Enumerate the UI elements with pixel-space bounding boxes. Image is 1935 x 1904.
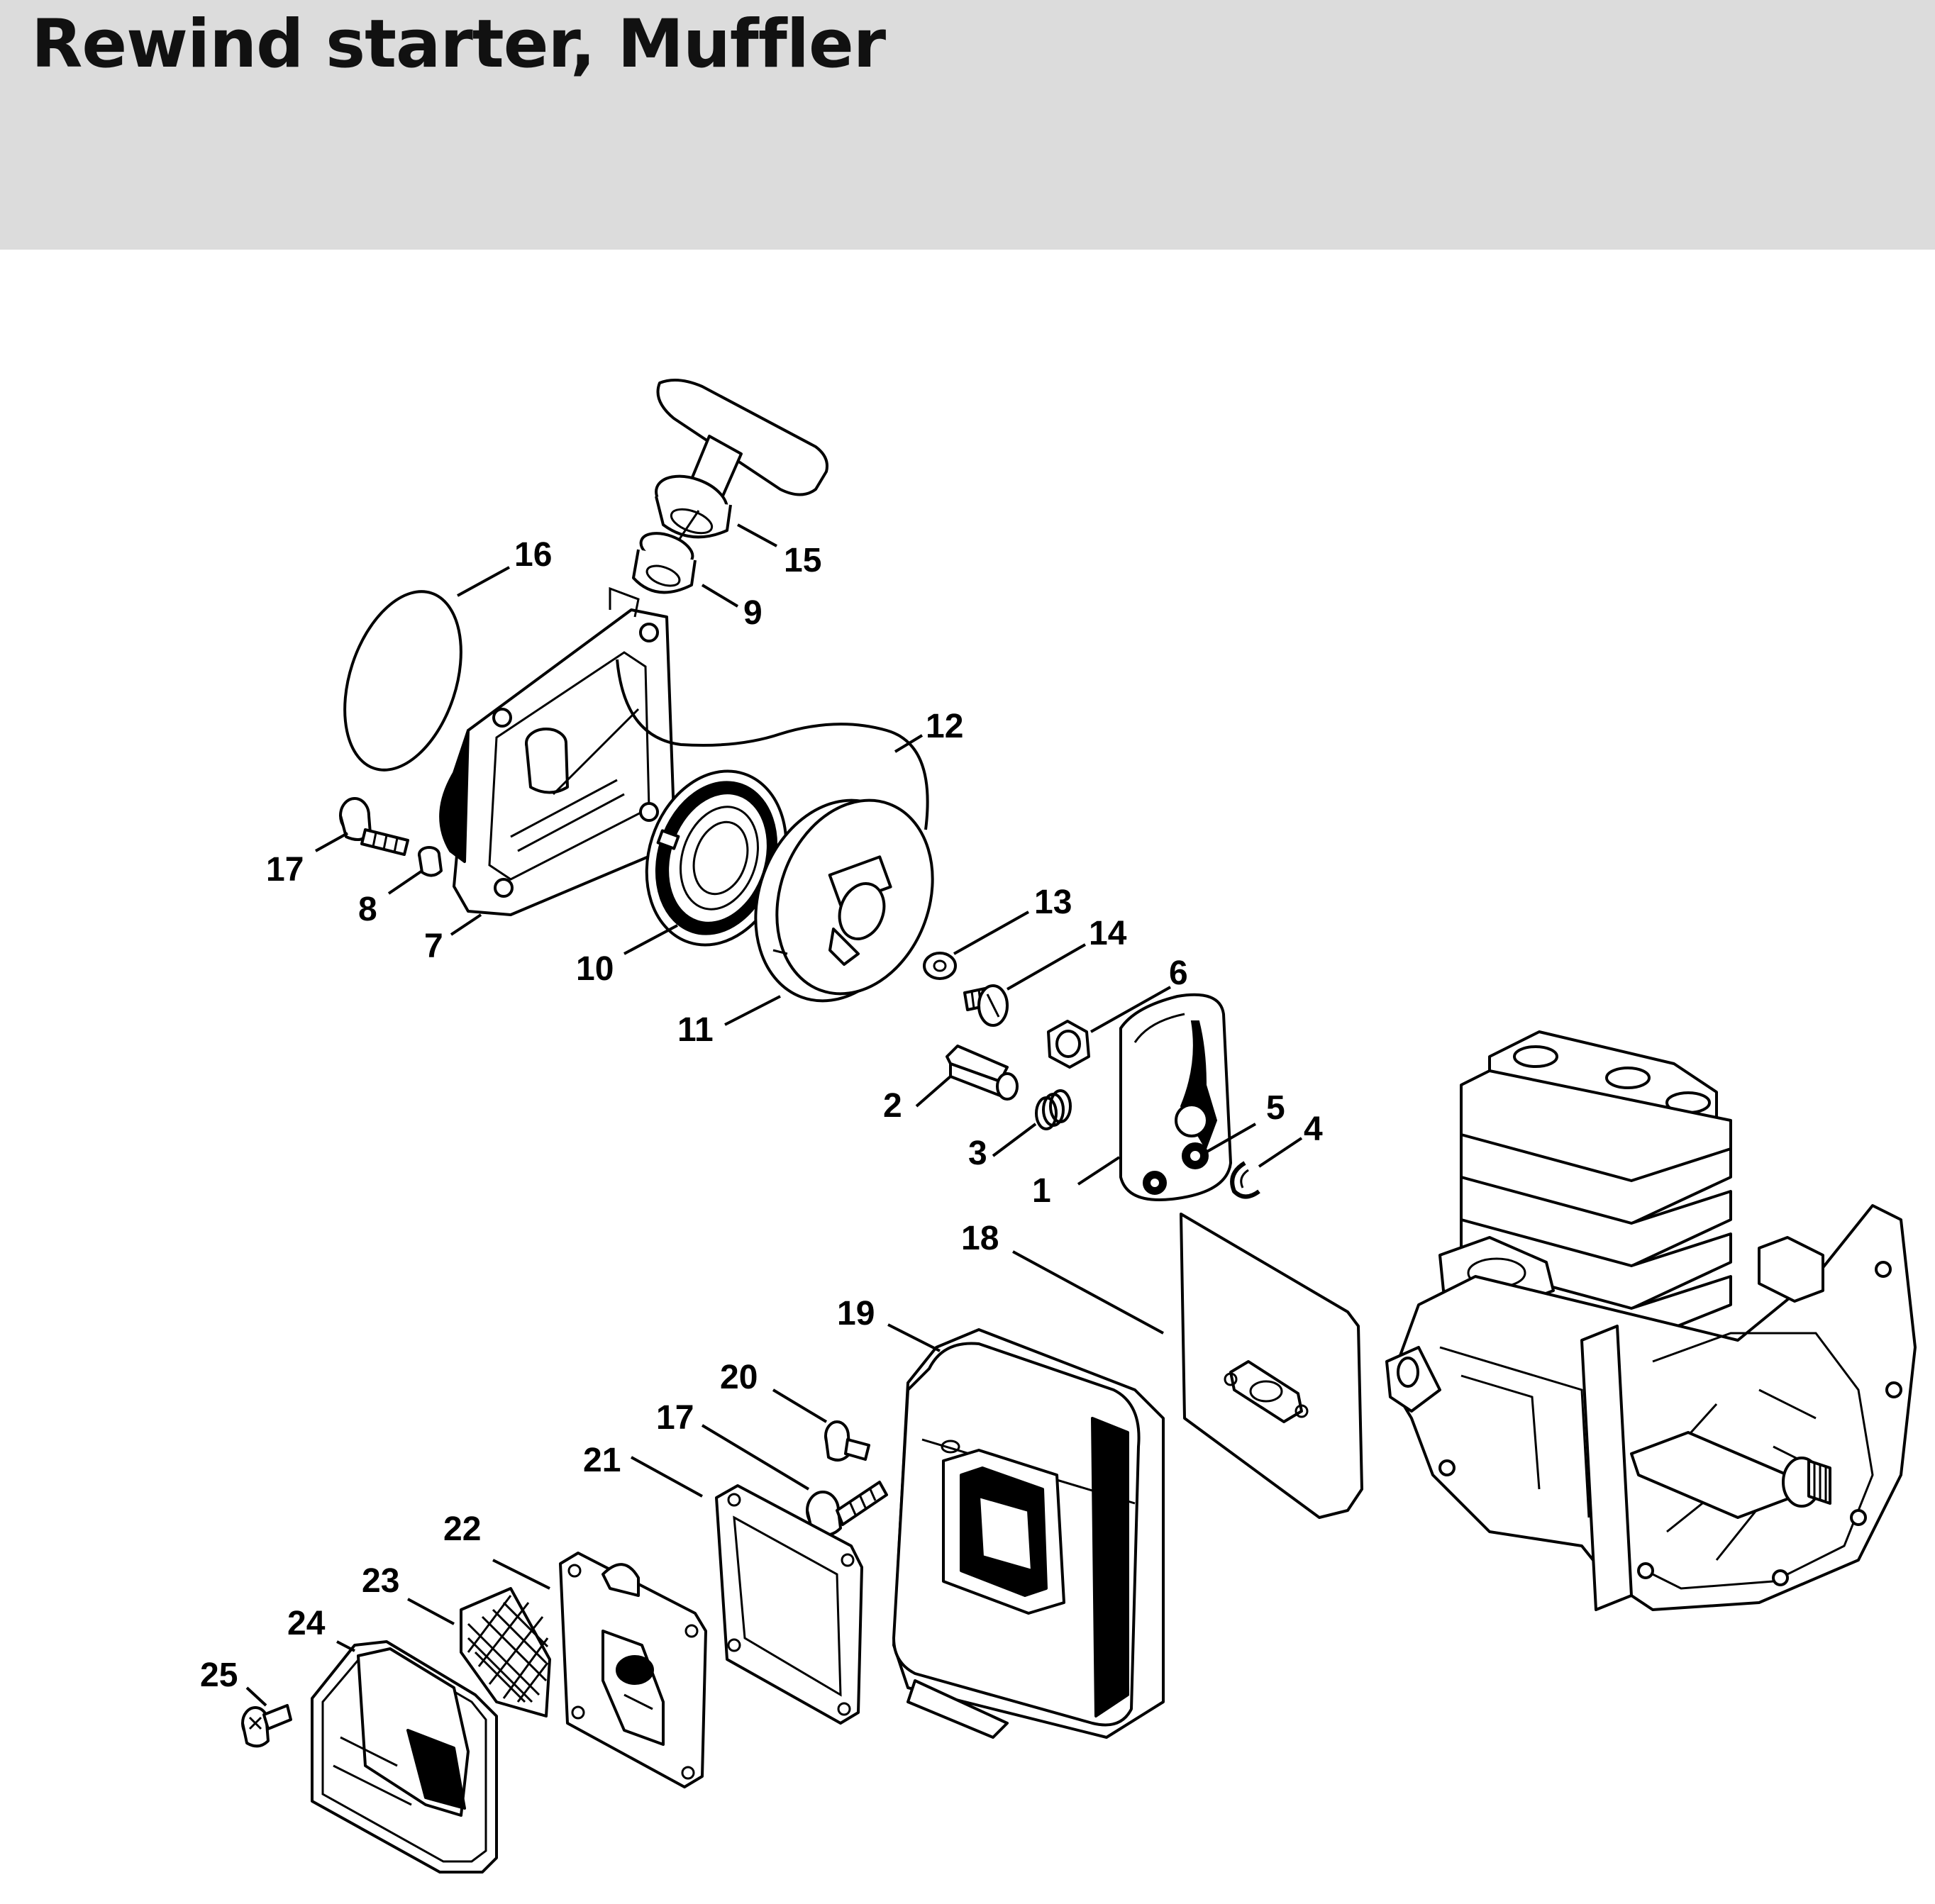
callout-14: 14 — [1089, 915, 1127, 952]
callout-9: 9 — [743, 594, 763, 632]
callout-21: 21 — [583, 1442, 621, 1479]
callout-18: 18 — [961, 1220, 999, 1257]
callout-25: 25 — [200, 1657, 238, 1694]
pawl — [946, 1045, 1019, 1101]
muffler-gasket — [1180, 1213, 1363, 1519]
callout-20: 20 — [720, 1359, 758, 1396]
callout-10: 10 — [576, 950, 614, 988]
muffler-cover — [311, 1640, 498, 1874]
rope-guide-bush — [632, 510, 700, 594]
callout-2: 2 — [883, 1087, 902, 1125]
callout-8: 8 — [358, 891, 377, 928]
callout-17-lower: 17 — [656, 1399, 694, 1437]
collar-screw-lower — [806, 1481, 888, 1537]
exploded-parts-diagram: 1 2 3 4 5 6 7 8 9 10 11 12 13 14 15 16 1… — [0, 250, 1935, 1900]
callout-1: 1 — [1032, 1172, 1051, 1210]
callout-19: 19 — [837, 1295, 875, 1332]
callout-11: 11 — [677, 1011, 714, 1049]
sleeve — [418, 846, 443, 877]
muffler — [892, 1328, 1165, 1739]
callout-12: 12 — [926, 708, 963, 745]
muffler-screw — [824, 1420, 870, 1462]
rope-rotor — [754, 798, 934, 1003]
spark-arresting-screen — [460, 1587, 551, 1718]
baffle-gasket — [715, 1484, 863, 1725]
header-bar: Rewind starter, Muffler — [0, 0, 1935, 250]
callout-5: 5 — [1266, 1089, 1285, 1127]
callout-3: 3 — [968, 1135, 987, 1172]
callout-17-upper: 17 — [266, 851, 304, 889]
hex-nut — [1047, 1020, 1090, 1069]
callout-23: 23 — [362, 1562, 399, 1600]
callout-15: 15 — [784, 542, 821, 579]
baffle — [559, 1552, 707, 1788]
washer — [923, 952, 957, 980]
page-title: Rewind starter, Muffler — [31, 6, 886, 83]
fan-housing — [439, 586, 675, 916]
callout-6: 6 — [1169, 954, 1188, 992]
leader-lines — [245, 523, 1303, 1707]
callout-7: 7 — [424, 928, 443, 965]
screw — [963, 984, 1009, 1027]
callout-24: 24 — [287, 1605, 326, 1642]
starter-rope — [616, 659, 929, 830]
pawl-spring — [1035, 1089, 1072, 1130]
engine-assembly — [1385, 1030, 1917, 1611]
callout-4: 4 — [1304, 1110, 1323, 1148]
collar-screw-upper — [339, 797, 409, 856]
starter-grip — [655, 379, 828, 539]
callout-16: 16 — [514, 536, 552, 574]
spring-clip — [1230, 1161, 1260, 1199]
callout-22: 22 — [443, 1510, 481, 1548]
carrier — [1119, 993, 1232, 1201]
callout-labels: 1 2 3 4 5 6 7 8 9 10 11 12 13 14 15 16 1… — [200, 536, 1323, 1694]
o-ring — [343, 590, 462, 772]
cover-screw — [241, 1704, 292, 1748]
callout-13: 13 — [1034, 884, 1072, 921]
